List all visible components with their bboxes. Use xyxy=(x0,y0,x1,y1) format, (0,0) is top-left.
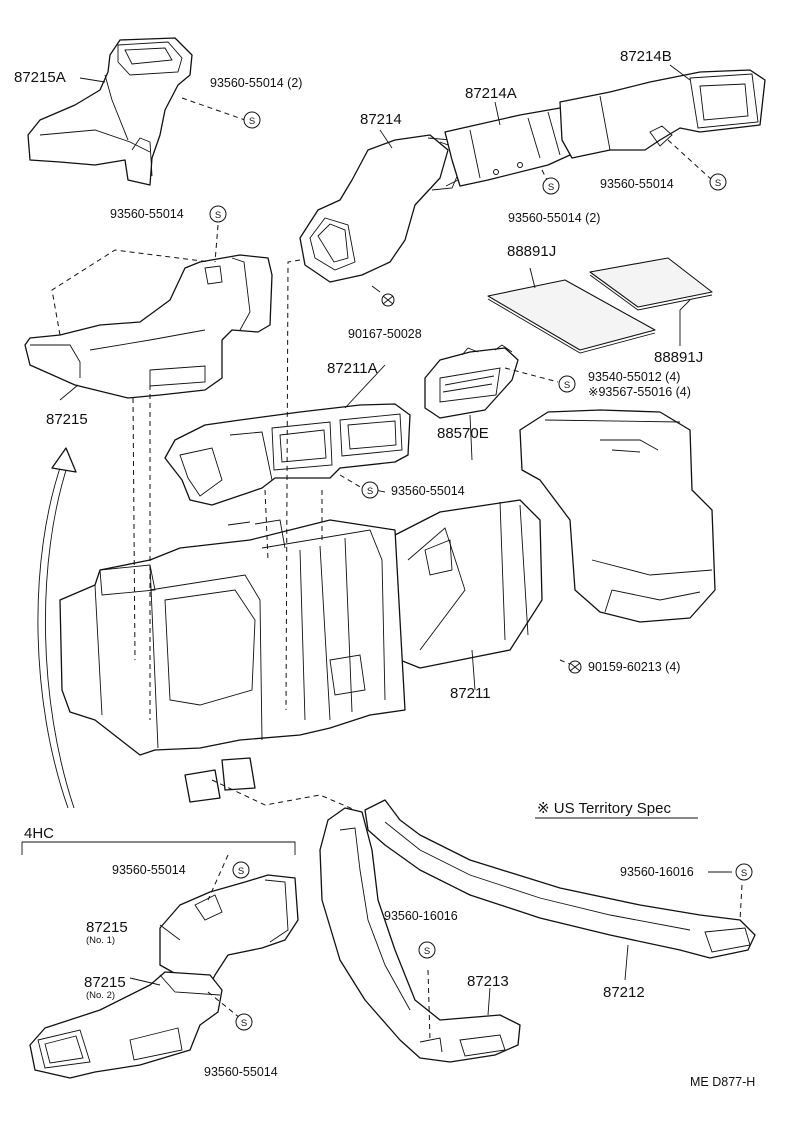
label-87211: 87211 xyxy=(450,685,491,702)
duct-87212[interactable] xyxy=(364,799,756,959)
duct-87215-no2[interactable] xyxy=(29,971,223,1079)
clip-symbol-1: S xyxy=(243,111,261,129)
label-90159-60213: 90159-60213 (4) xyxy=(588,660,680,674)
label-93560-16016-right: 93560-16016 xyxy=(620,865,694,879)
svg-text:S: S xyxy=(215,210,221,221)
label-87215-no1: 87215 xyxy=(86,919,128,936)
clip-symbol-8: S xyxy=(235,1013,253,1031)
label-87215: 87215 xyxy=(46,411,88,428)
label-87215-no2: 87215 xyxy=(84,974,126,991)
svg-text:S: S xyxy=(238,866,244,877)
label-93540-55012: 93540-55012 (4) xyxy=(588,370,680,384)
assembly-lines xyxy=(51,97,743,1041)
heater-unit-87211[interactable] xyxy=(59,409,716,803)
label-87211A: 87211A xyxy=(327,360,378,377)
label-drawing-code: ME D877-H xyxy=(690,1075,755,1089)
duct-87213[interactable] xyxy=(319,807,521,1063)
label-88891J-a: 88891J xyxy=(507,243,556,260)
duct-87215-no1[interactable] xyxy=(159,874,299,986)
label-93560-55014-2-mid: 93560-55014 (2) xyxy=(508,211,600,225)
clip-symbol-2: S xyxy=(209,205,227,223)
label-90167-50028: 90167-50028 xyxy=(348,327,422,341)
duct-87211A[interactable] xyxy=(164,403,411,506)
duct-87214[interactable] xyxy=(299,134,463,283)
svg-text:S: S xyxy=(241,1018,247,1029)
label-93560-55014-4hc-bottom: 93560-55014 xyxy=(204,1065,278,1079)
label-93560-55014-center: 93560-55014 xyxy=(391,484,465,498)
svg-text:S: S xyxy=(249,116,255,127)
label-87214B: 87214B xyxy=(620,48,672,65)
label-87212: 87212 xyxy=(603,984,645,1001)
duct-87214A[interactable] xyxy=(444,107,576,187)
clip-symbol-10: S xyxy=(735,863,753,881)
screw-90159-60213[interactable] xyxy=(568,660,582,674)
svg-text:S: S xyxy=(715,178,721,189)
clip-symbol-4: S xyxy=(709,173,727,191)
label-93567-55016: ※93567-55016 (4) xyxy=(588,385,691,399)
gasket-88891J-a[interactable] xyxy=(487,279,656,354)
duct-87214B[interactable] xyxy=(559,69,766,159)
label-93560-55014-2-top: 93560-55014 (2) xyxy=(210,76,302,90)
svg-text:S: S xyxy=(741,868,747,879)
svg-text:S: S xyxy=(424,946,430,957)
label-4hc: 4HC xyxy=(24,825,54,842)
label-93560-55014-left: 93560-55014 xyxy=(110,207,184,221)
label-87215A: 87215A xyxy=(14,69,66,86)
label-87214A: 87214A xyxy=(465,85,517,102)
label-87214: 87214 xyxy=(360,111,402,128)
clip-symbol-3: S xyxy=(542,177,560,195)
label-93560-55014-4hc-top: 93560-55014 xyxy=(112,863,186,877)
clip-symbol-9: S xyxy=(418,941,436,959)
svg-text:S: S xyxy=(564,380,570,391)
label-93560-16016-mid: 93560-16016 xyxy=(384,909,458,923)
label-territory-note: ※ US Territory Spec xyxy=(537,800,671,817)
screw-90167-50028[interactable] xyxy=(371,285,395,307)
register-88570E[interactable] xyxy=(424,344,519,419)
clip-symbol-6: S xyxy=(361,481,379,499)
label-88570E: 88570E xyxy=(437,425,489,442)
label-87213: 87213 xyxy=(467,973,509,990)
leader-lines xyxy=(21,64,732,1016)
duct-87215A[interactable] xyxy=(27,37,193,186)
label-88891J-b: 88891J xyxy=(654,349,703,366)
label-93560-55014-right: 93560-55014 xyxy=(600,177,674,191)
label-87215-no1-sub: (No. 1) xyxy=(86,935,115,946)
clip-symbol-5: S xyxy=(558,375,576,393)
duct-87215[interactable] xyxy=(24,254,273,399)
clip-symbol-7: S xyxy=(232,861,250,879)
gasket-88891J-b[interactable] xyxy=(589,257,713,311)
svg-text:S: S xyxy=(548,182,554,193)
label-87215-no2-sub: (No. 2) xyxy=(86,990,115,1001)
flow-arrow xyxy=(37,447,77,809)
svg-text:S: S xyxy=(367,486,373,497)
